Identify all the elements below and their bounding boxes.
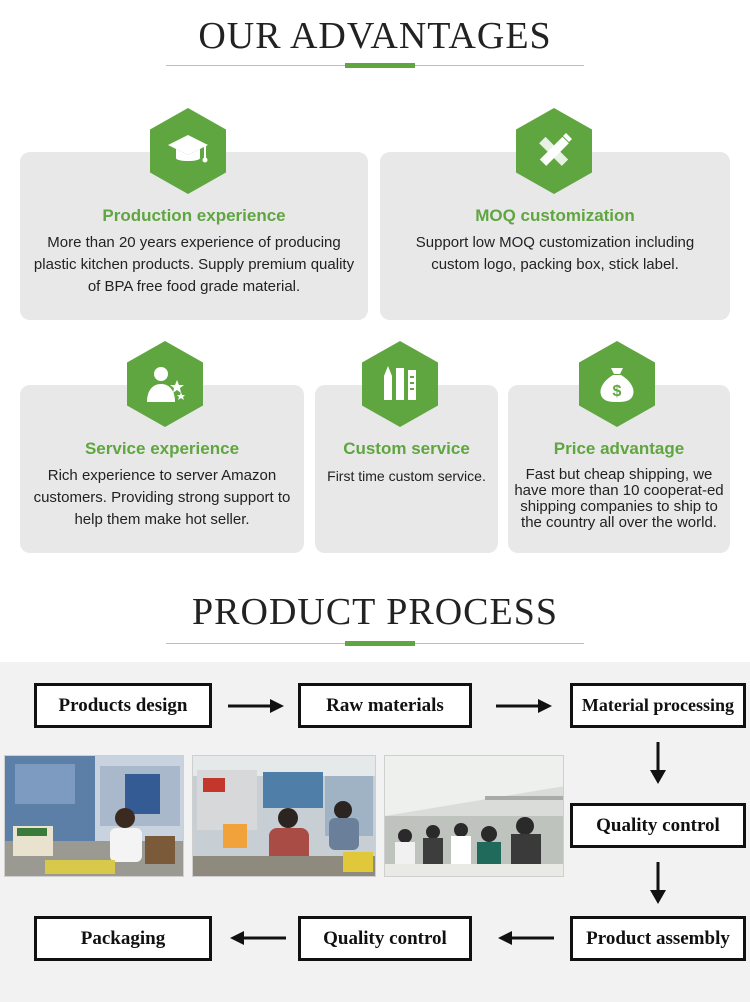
tools-icon	[362, 341, 438, 427]
step-material-processing: Material processing	[570, 683, 746, 728]
money-bag-icon: $	[579, 341, 655, 427]
factory-photo-molding	[4, 755, 184, 877]
card-title: Production experience	[102, 206, 286, 225]
step-raw-materials: Raw materials	[298, 683, 472, 728]
arrow-down-icon	[650, 742, 666, 784]
step-product-assembly: Product assembly	[570, 916, 746, 961]
factory-photo-workshop	[192, 755, 376, 877]
arrow-left-icon	[498, 931, 554, 945]
card-text: Rich experience to server Amazon custome…	[33, 467, 291, 528]
process-title: PRODUCT PROCESS	[192, 591, 558, 633]
card-text: Fast but cheap shipping, we have more th…	[514, 466, 724, 531]
card-title: MOQ customization	[475, 206, 635, 225]
card-text: Support low MOQ customization including …	[415, 234, 695, 273]
advantage-card-production: Production experience More than 20 years…	[20, 152, 368, 320]
card-title: Price advantage	[553, 439, 685, 458]
person-stars-icon	[127, 341, 203, 427]
step-products-design: Products design	[34, 683, 212, 728]
card-text: More than 20 years experience of produci…	[33, 234, 355, 295]
step-packaging: Packaging	[34, 916, 212, 961]
card-title: Service experience	[84, 439, 240, 458]
svg-text:$: $	[613, 383, 622, 400]
process-title-accent	[345, 641, 415, 646]
card-text: First time custom service.	[327, 468, 486, 484]
pencil-ruler-icon	[516, 108, 592, 194]
arrow-right-icon	[496, 699, 552, 713]
advantages-title: OUR ADVANTAGES	[198, 15, 552, 57]
arrow-down-icon	[650, 862, 666, 904]
advantages-title-accent	[345, 63, 415, 68]
step-quality-control-2: Quality control	[298, 916, 472, 961]
arrow-left-icon	[230, 931, 286, 945]
arrow-right-icon	[228, 699, 284, 713]
factory-photo-assembly-line	[384, 755, 564, 877]
card-title: Custom service	[343, 439, 470, 458]
step-quality-control-1: Quality control	[570, 803, 746, 848]
